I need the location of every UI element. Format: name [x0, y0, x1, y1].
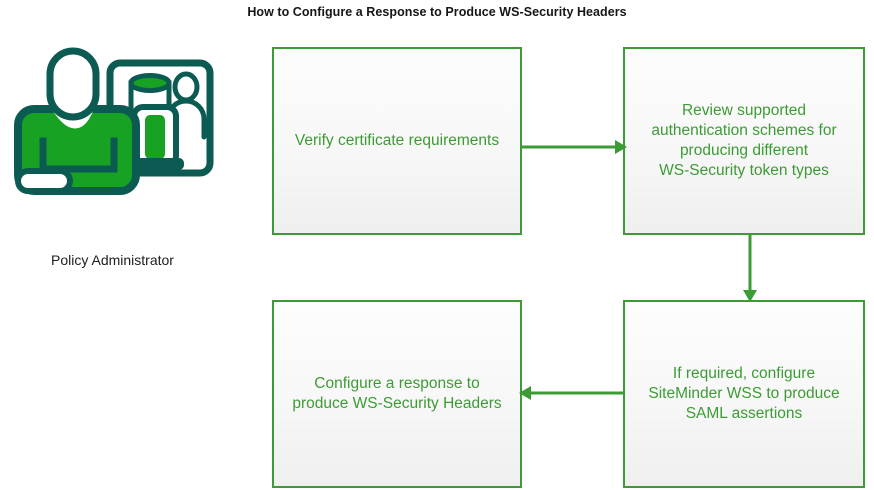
flow-step-label: Verify certificate requirements	[294, 132, 500, 149]
arrow-review-to-siteminder-icon	[743, 234, 757, 302]
persona-block: Policy Administrator	[10, 45, 215, 270]
page-title: How to Configure a Response to Produce W…	[247, 5, 627, 19]
arrow-siteminder-to-configure-icon	[519, 386, 625, 400]
arrow-verify-to-review-icon	[521, 140, 627, 154]
flow-step-verify-certificate[interactable]: Verify certificate requirements	[272, 47, 522, 235]
policy-administrator-icon	[14, 47, 214, 195]
persona-label: Policy Administrator	[51, 252, 174, 268]
